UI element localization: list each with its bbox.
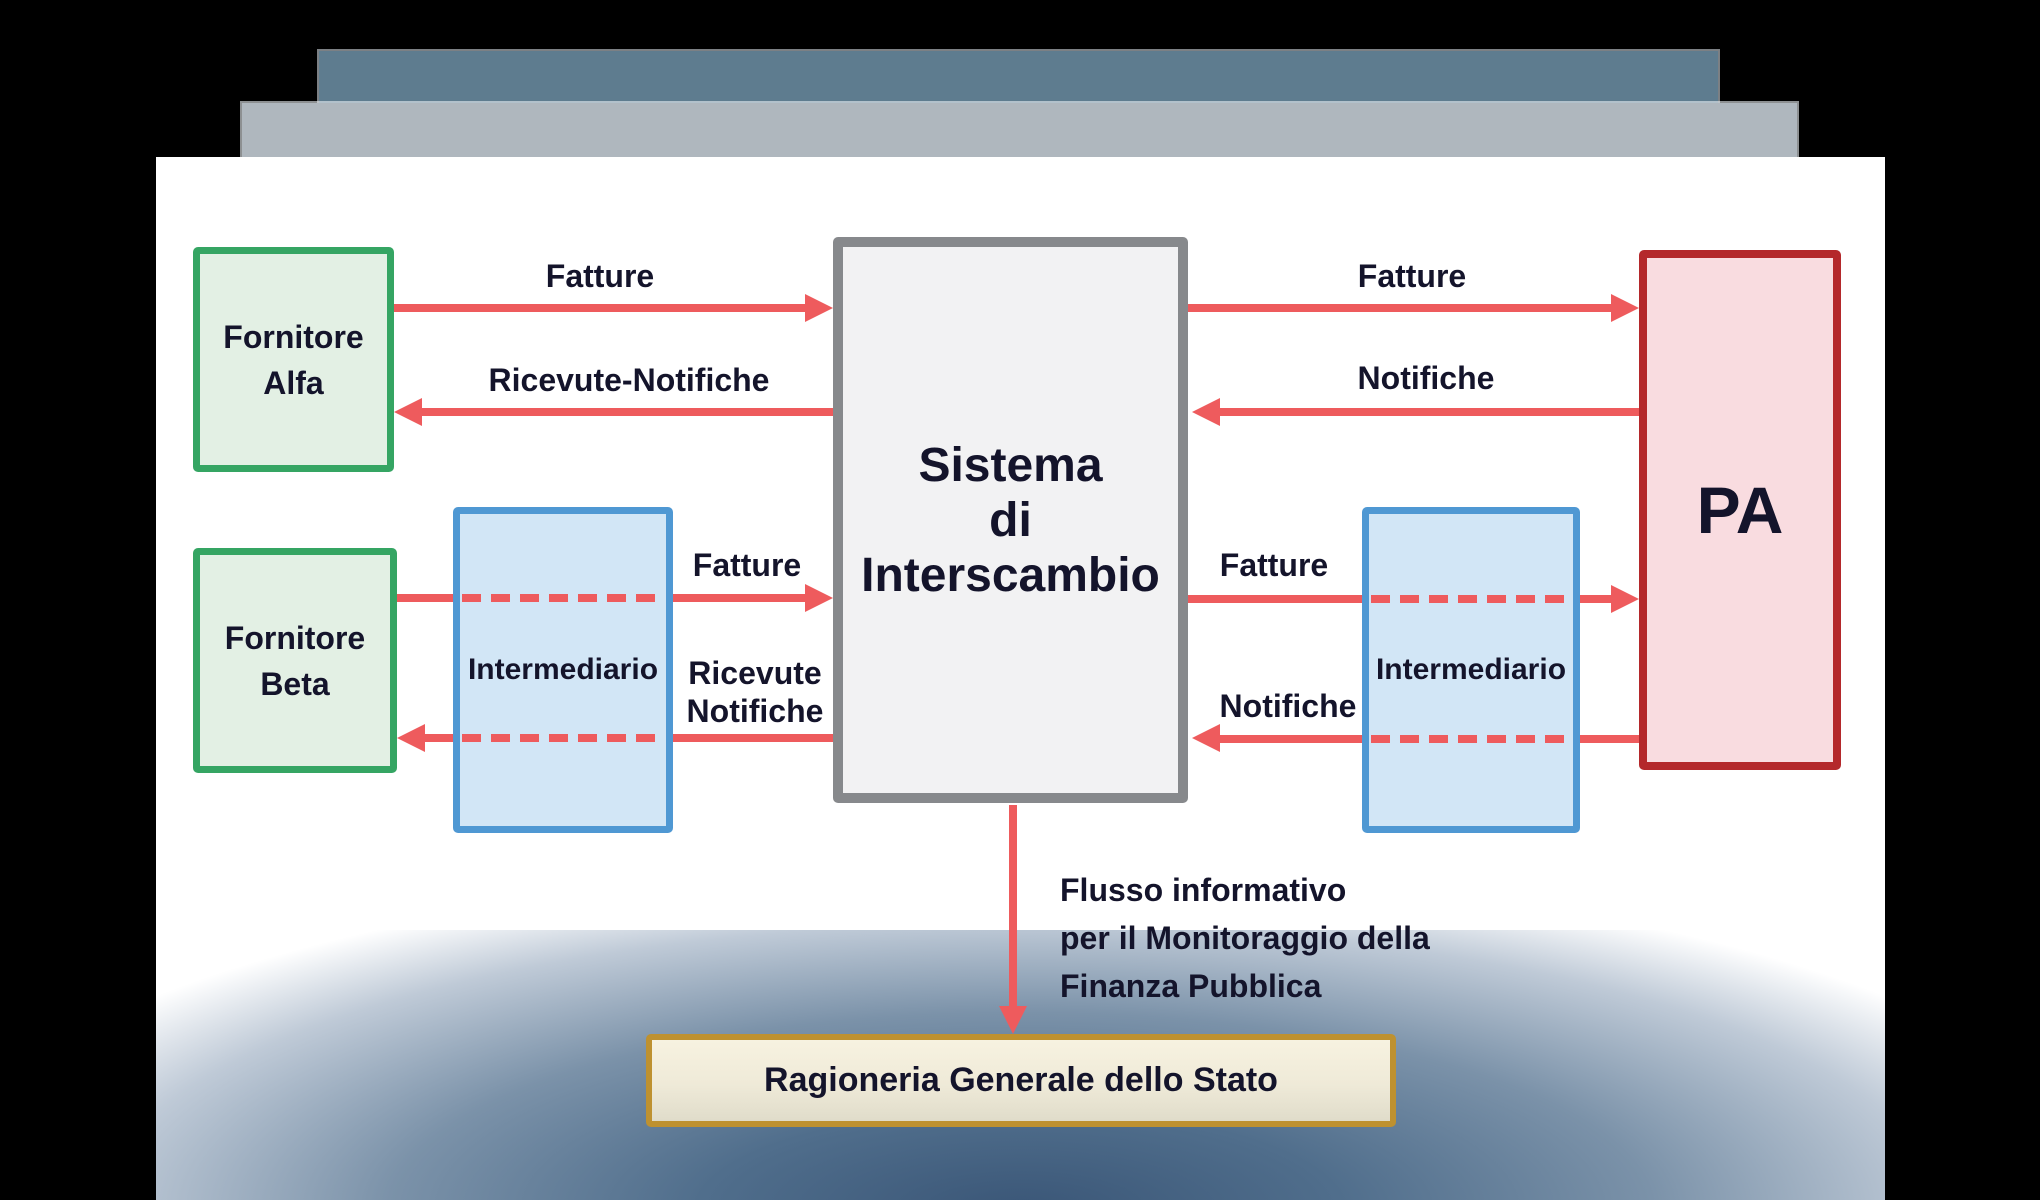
flow-line-sdi-to-pa (1188, 304, 1611, 312)
flow-label-line: Notifiche (686, 693, 824, 729)
arrowhead-into-sdi-mid-right (1192, 724, 1220, 752)
flow-label-fatture-beta: Fatture (692, 547, 802, 583)
node-ragioneria-generale: Ragioneria Generale dello Stato (646, 1034, 1396, 1127)
arrowhead-into-beta (397, 724, 425, 752)
arrowhead-into-sdi-top-right (1192, 398, 1220, 426)
node-label: Fornitore (223, 318, 364, 355)
node-label: Sistema (918, 438, 1103, 492)
flow-label-ricevute-notifiche-beta: Ricevute Notifiche (687, 654, 824, 730)
flow-line-sdi-to-alfa (422, 408, 838, 416)
arrowhead-into-alfa (394, 398, 422, 426)
arrowhead-into-sdi-top-left (805, 294, 833, 322)
node-intermediario-left: Intermediario (453, 507, 673, 833)
note-line: Finanza Pubblica (1060, 968, 1322, 1004)
node-label: Fornitore (224, 619, 366, 656)
node-intermediario-right: Intermediario (1362, 507, 1580, 833)
flow-label-notifiche-interm-right: Notifiche (1219, 688, 1357, 724)
note-line: Flusso informativo (1060, 872, 1347, 908)
deco-bar-light (242, 103, 1797, 158)
node-fornitore-alfa: Fornitore Alfa (193, 247, 394, 472)
deco-bar-dark (319, 51, 1718, 104)
flow-label-fatture-pa: Fatture (1357, 258, 1467, 294)
flow-label-ricevute-notifiche: Ricevute-Notifiche (488, 362, 770, 398)
note-line: per il Monitoraggio della (1060, 920, 1430, 956)
node-label: Interscambio (861, 548, 1160, 602)
dashed-segment-right-fatture (1371, 595, 1571, 603)
arrowhead-into-sdi-mid-left (805, 584, 833, 612)
flow-label-notifiche-pa: Notifiche (1357, 360, 1495, 396)
node-label: Intermediario (1375, 653, 1567, 686)
node-label: PA (1696, 473, 1784, 547)
flow-line-pa-to-sdi (1220, 408, 1639, 416)
node-label: Alfa (263, 364, 324, 401)
flow-line-alfa-to-sdi (394, 304, 805, 312)
arrowhead-into-pa-mid (1611, 585, 1639, 613)
dashed-segment-left-ricevute (462, 734, 665, 742)
node-sistema-di-interscambio: Sistema di Interscambio (833, 237, 1188, 803)
arrowhead-into-pa-top (1611, 294, 1639, 322)
arrowhead-into-ragioneria (999, 1006, 1027, 1034)
node-label: Beta (260, 665, 330, 702)
node-label: Ragioneria Generale dello Stato (764, 1061, 1278, 1099)
flow-label-fatture-alfa: Fatture (545, 258, 655, 294)
node-pa: PA (1639, 250, 1841, 770)
node-label: di (989, 493, 1032, 547)
monitoring-flow-note: Flusso informativo per il Monitoraggio d… (1060, 866, 1430, 1010)
dashed-segment-left-fatture (462, 594, 665, 602)
node-label: Intermediario (467, 653, 659, 686)
flow-label-fatture-interm-right: Fatture (1219, 547, 1329, 583)
node-fornitore-beta: Fornitore Beta (193, 548, 397, 773)
flow-line-sdi-to-ragioneria (1009, 805, 1017, 1006)
dashed-segment-right-notifiche (1371, 735, 1571, 743)
flow-label-line: Ricevute (688, 655, 822, 691)
